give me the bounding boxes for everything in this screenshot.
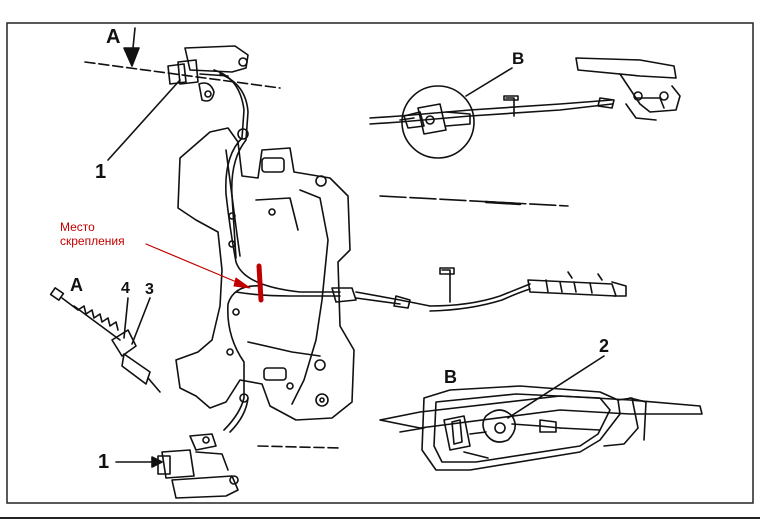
dashed-line-mid2 — [484, 200, 522, 206]
dashed-axis-top — [84, 61, 281, 89]
label-b-top: B — [512, 49, 525, 68]
attachment-leader — [145, 243, 247, 287]
attachment-marker — [256, 263, 264, 303]
attachment-arrowhead — [233, 277, 251, 289]
hand-brake-lever — [575, 57, 681, 121]
dashed-line-mid — [379, 195, 569, 207]
label-1-bottom: 1 — [98, 451, 110, 473]
callout-line-1: Место — [60, 220, 95, 234]
label-4: 4 — [121, 280, 130, 297]
console-detail-b — [379, 385, 703, 471]
label-3: 3 — [145, 281, 154, 298]
attachment-callout: Место скрепления — [60, 220, 150, 248]
leader-4 — [123, 297, 129, 339]
rear-subframe — [175, 127, 355, 421]
label-2: 2 — [599, 336, 610, 356]
callout-line-2: скрепления — [60, 234, 125, 248]
cable-end-a — [49, 287, 161, 393]
magnifier-circle-b — [401, 85, 475, 159]
arrow-a-top — [123, 27, 140, 67]
label-1-top: 1 — [95, 161, 107, 183]
bottom-brake-assembly — [157, 433, 239, 499]
leader-1-top — [107, 79, 181, 161]
dashed-axis-bottom — [257, 445, 341, 449]
label-b-bottom: B — [444, 367, 457, 387]
leader-b-top — [465, 67, 513, 97]
top-brake-assembly — [167, 45, 249, 102]
label-a-left: A — [70, 275, 83, 295]
leader-3 — [131, 297, 151, 345]
leader-2 — [507, 355, 605, 419]
magnified-equalizer — [399, 103, 471, 135]
diagram-border — [6, 22, 754, 504]
brake-cables — [213, 69, 627, 433]
label-a-top: A — [106, 26, 121, 48]
